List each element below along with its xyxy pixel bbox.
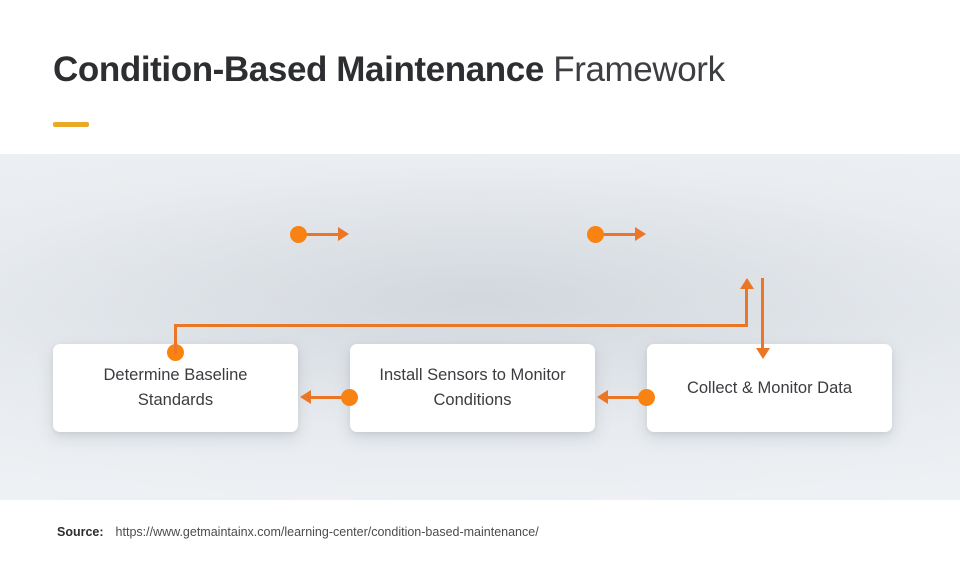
diagram-panel: Determine Baseline Standards Install Sen… — [0, 154, 960, 563]
page-title-strong: Condition-Based Maintenance — [53, 50, 544, 89]
flow-box-label: Install Sensors to Monitor Conditions — [379, 366, 566, 409]
title-accent-bar — [53, 122, 89, 127]
connector-line-loopback-vertical-right — [745, 288, 748, 326]
connector-line-box2-box3 — [595, 232, 639, 236]
connector-arrowhead-box6-box5 — [597, 390, 608, 404]
source-url[interactable]: https://www.getmaintainx.com/learning-ce… — [115, 525, 539, 539]
connector-line-box1-box2 — [298, 232, 342, 236]
page-title: Condition-Based Maintenance Framework — [53, 44, 725, 96]
connector-line-box5-box4 — [307, 395, 351, 399]
connector-arrowhead-box5-box4 — [300, 390, 311, 404]
flow-box-install-sensors[interactable]: Install Sensors to Monitor Conditions — [350, 344, 595, 432]
connector-dot-box2-box3 — [587, 225, 604, 243]
connector-arrowhead-box1-box2 — [338, 227, 349, 241]
footer: Source: https://www.getmaintainx.com/lea… — [0, 500, 960, 563]
connector-line-loopback-horizontal — [174, 324, 748, 327]
page-title-light: Framework — [543, 50, 725, 89]
source-label: Source: — [57, 525, 104, 539]
connector-dot-box5-box4 — [341, 388, 358, 406]
flow-box-label: Determine Baseline Standards — [103, 366, 248, 409]
connector-arrowhead-loopback-box3 — [739, 278, 754, 289]
connector-dot-box6-box5 — [638, 388, 655, 406]
connector-line-loopback-vertical-left — [174, 324, 177, 354]
flow-box-label: Collect & Monitor Data — [686, 378, 853, 397]
connector-dot-box1-box2 — [290, 225, 307, 243]
connector-arrowhead-box3-box6 — [755, 348, 770, 359]
connector-arrowhead-box2-box3 — [635, 227, 646, 241]
connector-line-box6-box5 — [604, 395, 648, 399]
header: Condition-Based Maintenance Framework — [0, 0, 960, 154]
source-row: Source: https://www.getmaintainx.com/lea… — [57, 525, 539, 539]
connector-line-box3-box6 — [761, 278, 764, 354]
flow-box-collect-monitor-data[interactable]: Collect & Monitor Data — [647, 344, 892, 432]
